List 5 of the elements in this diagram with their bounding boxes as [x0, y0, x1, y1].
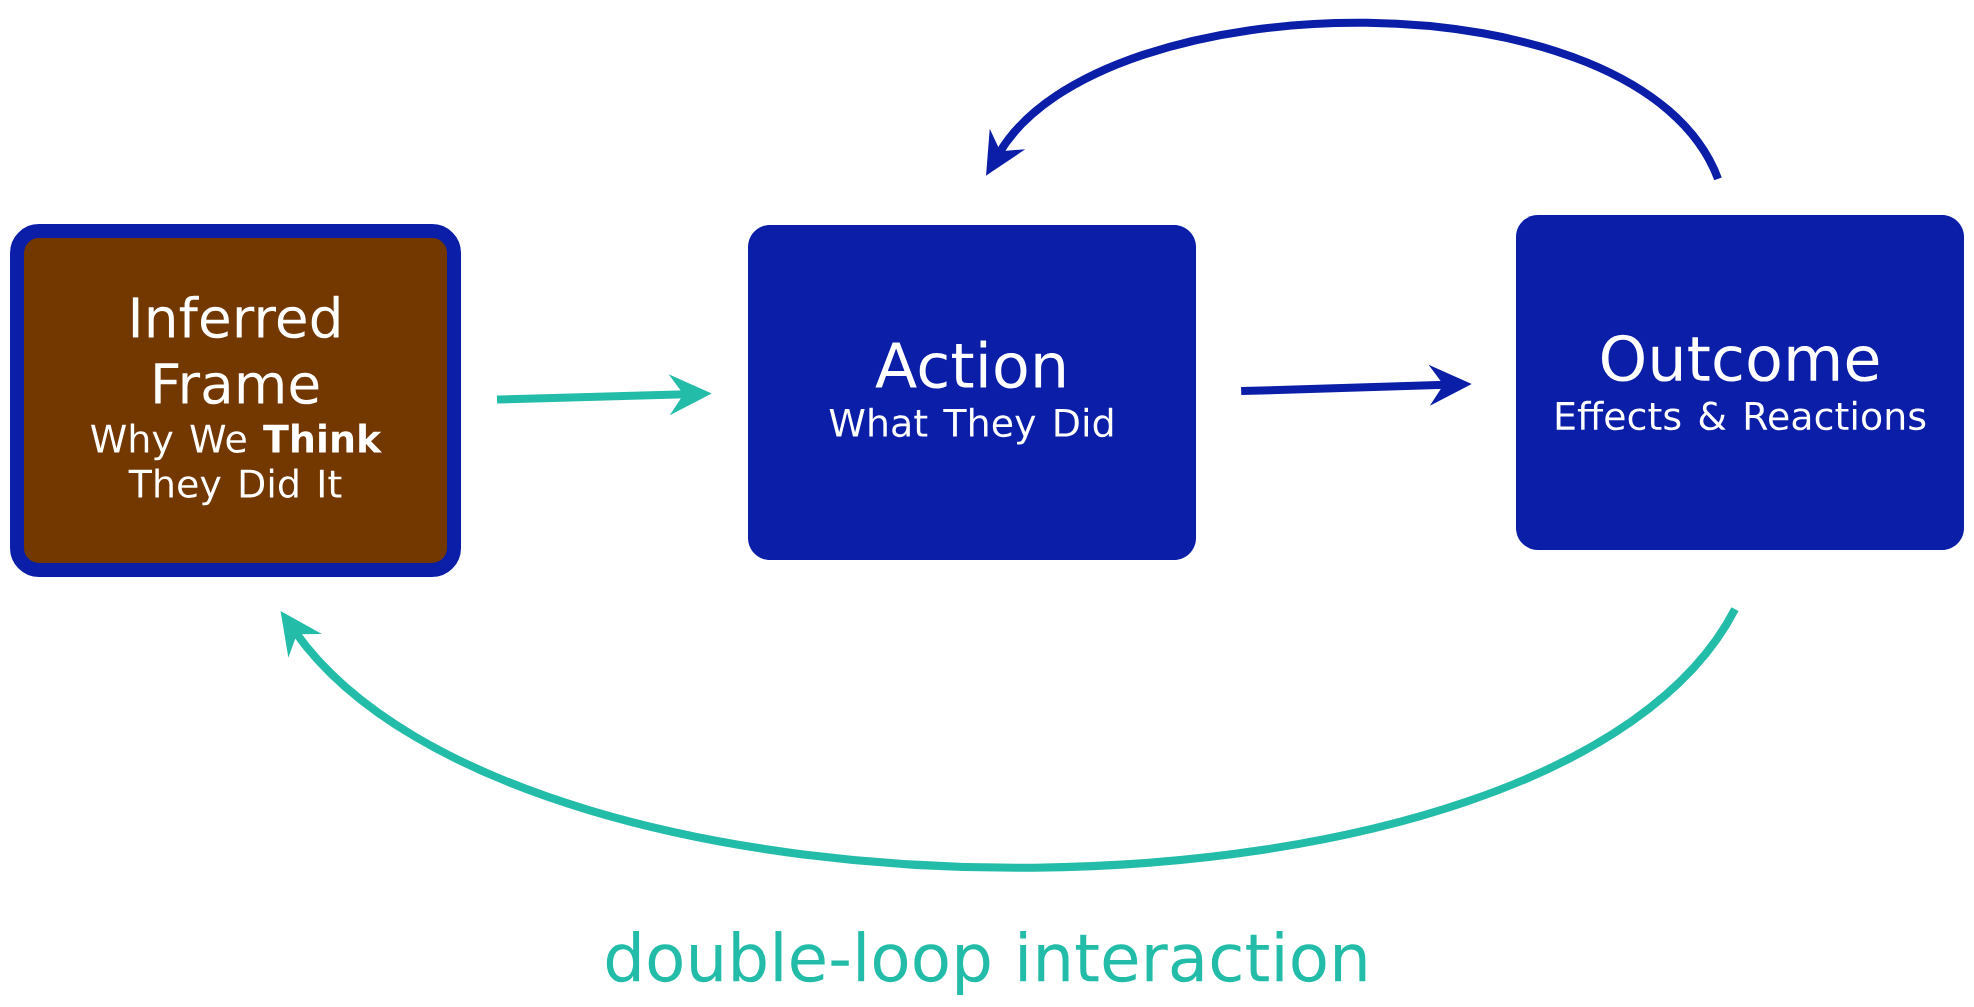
process-box: Inferred Frame Why We Think They Did It	[10, 224, 461, 577]
process-box: Outcome Effects & Reactions	[1516, 215, 1964, 550]
process-box: Action What They Did	[748, 225, 1196, 560]
arrow	[986, 18, 1722, 181]
caption: double-loop interaction	[606, 931, 1366, 995]
